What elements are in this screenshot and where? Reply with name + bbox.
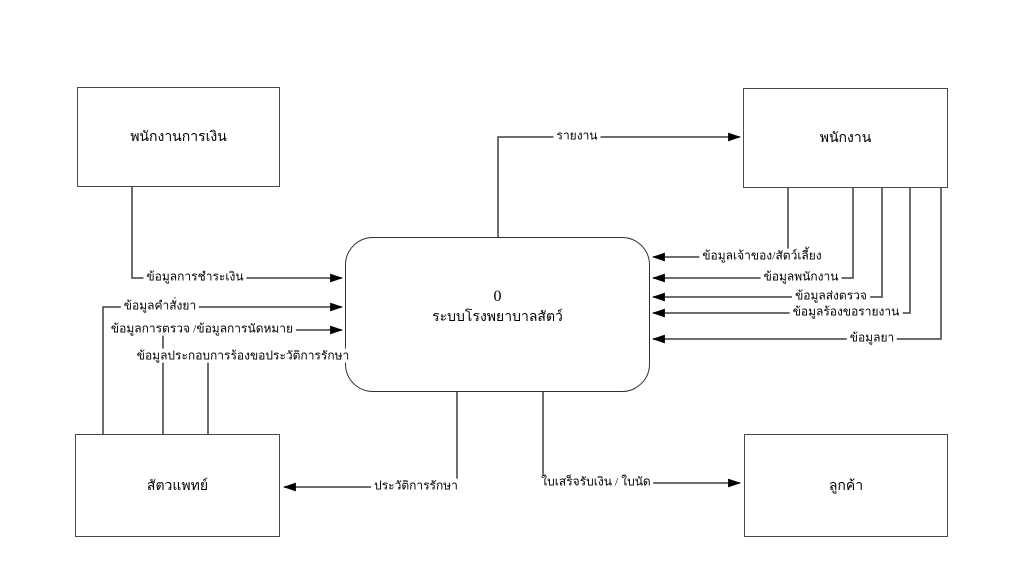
- entity-finance-staff: พนักงานการเงิน: [77, 87, 280, 187]
- flow-line-receipt: [542, 392, 742, 488]
- flow-line-medicine-order: [102, 302, 344, 434]
- flow-label-treatment-history: ประวัติการรักษา: [371, 478, 461, 493]
- flow-label-medicine-order: ข้อมูลคำสั่งยา: [120, 298, 200, 313]
- flow-label-employee-data: ข้อมูลพนักงาน: [760, 269, 842, 284]
- flow-line-report-request: [651, 188, 911, 318]
- process-name: ระบบโรงพยาบาลสัตว์: [432, 309, 563, 325]
- flow-label-report-request: ข้อมูลร้องขอรายงาน: [789, 304, 903, 319]
- entity-finance-staff-label: พนักงานการเงิน: [130, 130, 227, 145]
- entity-employee-label: พนักงาน: [819, 131, 872, 146]
- flow-label-medicine: ข้อมูลยา: [846, 330, 898, 345]
- flow-label-report: รายงาน: [553, 128, 601, 143]
- flow-line-send-exam: [651, 188, 883, 302]
- process-animal-hospital-system: 0 ระบบโรงพยาบาลสัตว์: [345, 237, 650, 392]
- entity-employee: พนักงาน: [743, 88, 948, 188]
- flow-line-history-request: [207, 352, 344, 434]
- flow-line-employee-data: [651, 188, 854, 283]
- flow-line-report: [497, 132, 742, 237]
- flow-line-exam-appointment: [162, 325, 344, 434]
- flow-label-owner-pet: ข้อมูลเจ้าของ/สัตว์เลี้ยง: [699, 248, 825, 263]
- flow-line-medicine: [651, 188, 942, 344]
- flow-label-exam-appointment: ข้อมูลการตรวจ /ข้อมูลการนัดหมาย: [107, 321, 297, 336]
- entity-veterinarian: สัตวแพทย์: [75, 434, 280, 537]
- flow-label-history-request: ข้อมูลประกอบการร้องขอประวัติการรักษา: [133, 348, 353, 363]
- entity-customer-label: ลูกค้า: [828, 478, 864, 494]
- flow-line-owner-pet: [651, 188, 789, 262]
- entity-veterinarian-label: สัตวแพทย์: [146, 478, 209, 494]
- entity-customer: ลูกค้า: [744, 434, 948, 537]
- flow-label-send-exam: ข้อมูลส่งตรวจ: [792, 288, 870, 303]
- flow-line-payment: [131, 187, 344, 283]
- flow-label-receipt: ใบเสร็จรับเงิน / ใบนัด: [538, 474, 654, 489]
- flow-label-payment: ข้อมูลการชำระเงิน: [143, 269, 247, 284]
- flow-line-treatment-history: [282, 392, 458, 492]
- process-number: 0: [493, 287, 502, 305]
